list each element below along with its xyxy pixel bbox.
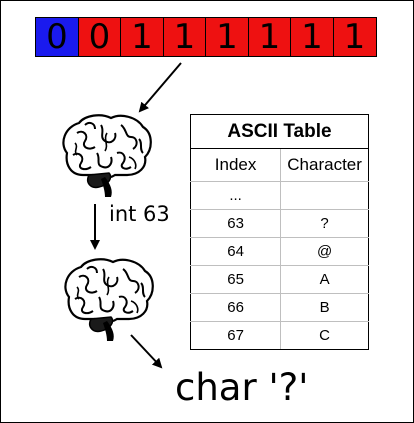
arrow-brain-to-char — [130, 334, 163, 369]
index-cell: 65 — [189, 265, 282, 294]
ascii-table-title: ASCII Table — [190, 114, 369, 149]
brain-icon — [62, 114, 152, 197]
table-row: ... — [189, 181, 369, 210]
table-row: 65 A — [189, 265, 369, 294]
binary-byte: 0 0 1 1 1 1 1 1 — [35, 17, 377, 57]
table-row: 66 B — [189, 293, 369, 322]
table-row: 67 C — [189, 321, 369, 350]
character-cell: @ — [280, 237, 369, 266]
brain-icon — [64, 258, 154, 341]
bit-cell: 1 — [290, 17, 334, 57]
character-cell: A — [280, 265, 369, 294]
index-cell: ... — [189, 181, 282, 210]
table-row: 63 ? — [189, 209, 369, 238]
index-cell: 63 — [189, 209, 282, 238]
int-value-label: int 63 — [109, 202, 170, 226]
column-header-character: Character — [280, 148, 369, 182]
bit-cell: 1 — [205, 17, 249, 57]
bit-cell: 0 — [35, 17, 79, 57]
character-cell: C — [280, 321, 369, 350]
char-result-label: char '?' — [175, 366, 309, 409]
ascii-table: ASCII Table Index Character ... 63 ? 64 … — [189, 114, 369, 350]
character-cell — [280, 181, 369, 210]
column-header-index: Index — [189, 148, 282, 182]
index-cell: 67 — [189, 321, 282, 350]
index-cell: 66 — [189, 293, 282, 322]
index-cell: 64 — [189, 237, 282, 266]
arrow-bits-to-brain — [138, 62, 182, 113]
bit-cell: 1 — [162, 17, 207, 57]
character-cell: ? — [280, 209, 369, 238]
bit-cell: 1 — [120, 17, 164, 57]
table-row: 64 @ — [189, 237, 369, 266]
bit-cell: 1 — [332, 17, 377, 57]
bit-cell: 0 — [77, 17, 122, 57]
character-cell: B — [280, 293, 369, 322]
